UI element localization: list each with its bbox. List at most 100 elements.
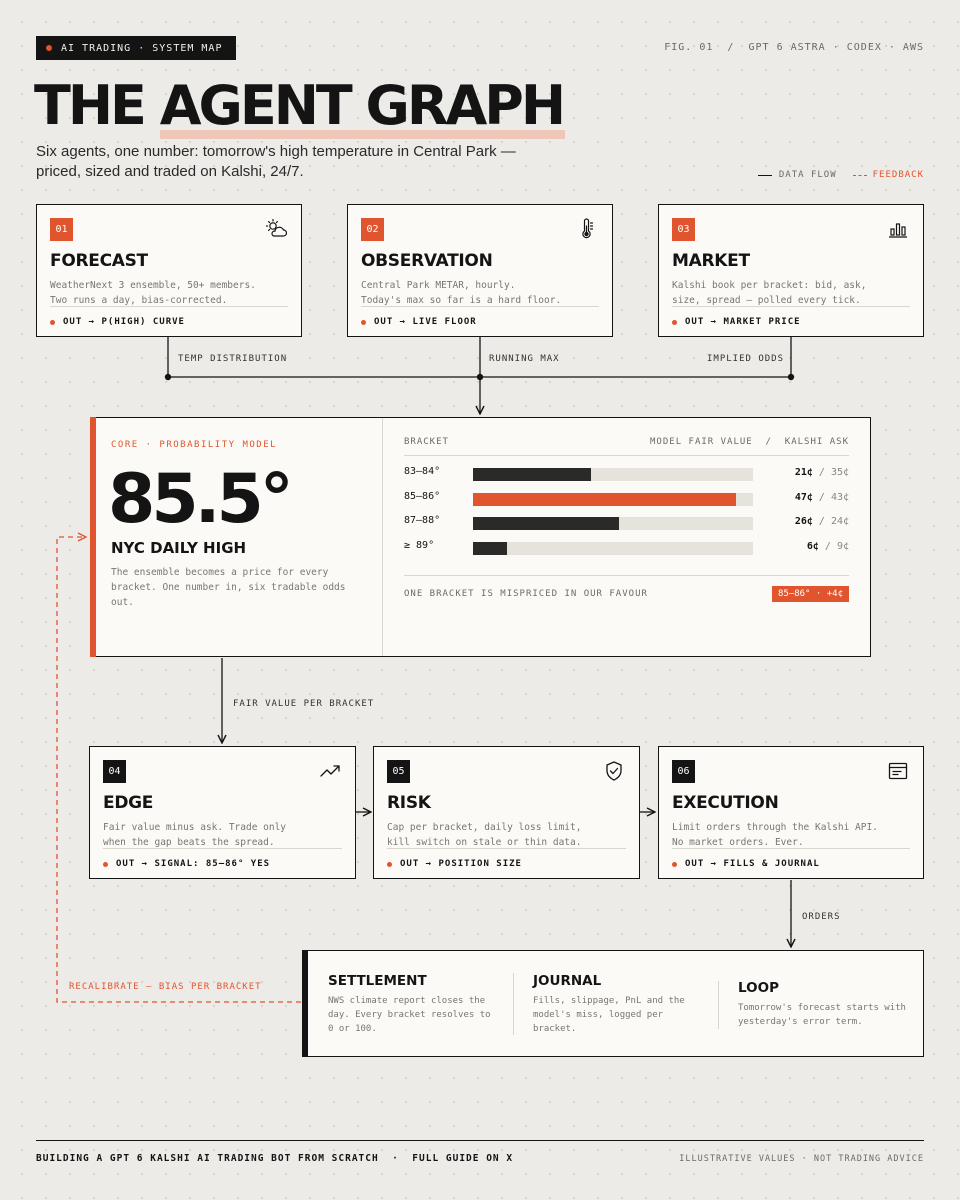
thermometer-icon — [582, 218, 594, 239]
legend-data-flow: DATA FLOW — [778, 170, 837, 180]
core-name: NYC DAILY HIGH — [111, 539, 247, 557]
agent-card-observation: 02 OBSERVATION Central Park METAR, hourl… — [347, 204, 613, 337]
journal-title: JOURNAL — [533, 973, 602, 989]
agent-output: OUT → FILLS & JOURNAL — [672, 859, 820, 869]
agent-card-edge: 04 EDGE Fair value minus ask. Trade only… — [89, 746, 356, 879]
column-header-values: MODEL FAIR VALUE / KALSHI ASK — [650, 437, 849, 447]
agent-description: Limit orders through the Kalshi API. No … — [672, 822, 878, 848]
agent-title: OBSERVATION — [361, 251, 493, 271]
output-dot — [50, 319, 55, 325]
loop-description: Tomorrow's forecast starts with yesterda… — [738, 1003, 906, 1027]
agent-output-text: OUT → SIGNAL: 85–86° YES — [116, 859, 271, 869]
legend: DATA FLOW FEEDBACK — [757, 170, 924, 180]
bracket-bar-track — [473, 517, 753, 530]
feedback-label: RECALIBRATE — BIAS PER BRACKET — [69, 982, 262, 992]
value-separator: / — [818, 541, 837, 552]
agent-output-text: OUT → MARKET PRICE — [685, 317, 801, 327]
fair-value-label: 21¢ — [794, 467, 813, 478]
agent-output-text: OUT → POSITION SIZE — [400, 859, 522, 869]
card-divider — [387, 848, 626, 849]
bracket-label: 83–84° — [404, 466, 441, 477]
card-divider — [672, 848, 910, 849]
bracket-label: ≥ 89° — [404, 540, 435, 551]
agent-title: FORECAST — [50, 251, 148, 271]
flow-label-implied-odds: IMPLIED ODDS — [707, 354, 785, 364]
agent-output: OUT → LIVE FLOOR — [361, 317, 477, 327]
journal-description: Fills, slippage, PnL and the model's mis… — [533, 996, 685, 1034]
settlement-accent-bar — [302, 950, 308, 1057]
agent-description: Central Park METAR, hourly. Today's max … — [361, 280, 562, 306]
agent-output: OUT → P(HIGH) CURVE — [50, 317, 185, 327]
output-dot — [672, 319, 677, 325]
agent-description: Fair value minus ask. Trade only when th… — [103, 822, 287, 848]
title-prefix: THE — [34, 74, 160, 137]
settlement-divider — [718, 981, 719, 1029]
agent-number: 02 — [361, 218, 384, 241]
agent-output-text: OUT → LIVE FLOOR — [374, 317, 477, 327]
badge-dot — [46, 45, 52, 51]
agent-title: MARKET — [672, 251, 750, 271]
core-description: The ensemble becomes a price for every b… — [111, 567, 346, 608]
bracket-fair-value-bar — [473, 493, 736, 506]
trend-up-icon — [320, 765, 340, 777]
settlement-panel: SETTLEMENT NWS climate report closes the… — [302, 950, 924, 1057]
flow-label-orders: ORDERS — [802, 912, 841, 922]
agent-card-forecast: 01 FORECAST WeatherNext 3 ensemble, 50+ … — [36, 204, 302, 337]
agent-output: OUT → SIGNAL: 85–86° YES — [103, 859, 270, 869]
agent-description: Kalshi book per bracket: bid, ask, size,… — [672, 280, 867, 306]
figure-caption: FIG. 01 / GPT 6 ASTRA · CODEX · AWS — [664, 42, 924, 53]
agent-output-text: OUT → FILLS & JOURNAL — [685, 859, 820, 869]
bar-chart-icon — [889, 223, 907, 238]
legend-solid-swatch — [757, 174, 772, 176]
agent-description: WeatherNext 3 ensemble, 50+ members. Two… — [50, 280, 256, 306]
ask-label: 35¢ — [830, 467, 849, 478]
agent-number: 03 — [672, 218, 695, 241]
bracket-fair-value-bar — [473, 468, 591, 481]
flow-label-fair-value: FAIR VALUE PER BRACKET — [233, 699, 375, 709]
legend-feedback: FEEDBACK — [872, 170, 924, 180]
agent-output-text: OUT → P(HIGH) CURVE — [63, 317, 185, 327]
core-accent-bar — [90, 417, 96, 657]
bracket-fair-value-bar — [473, 517, 619, 530]
table-header-divider — [404, 455, 849, 456]
ask-label: 9¢ — [836, 541, 849, 552]
mispricing-tag: 85–86° · +4¢ — [771, 586, 849, 602]
card-divider — [50, 306, 288, 307]
footer-left: BUILDING A GPT 6 KALSHI AI TRADING BOT F… — [36, 1153, 514, 1164]
core-label: CORE · PROBABILITY MODEL — [111, 440, 278, 450]
core-divider — [382, 418, 383, 656]
bracket-bar-track — [473, 542, 753, 555]
table-footer-divider — [404, 575, 849, 576]
output-dot — [361, 319, 366, 325]
output-dot — [672, 861, 677, 867]
bracket-label: 85–86° — [404, 491, 441, 502]
agent-number: 05 — [387, 760, 410, 783]
title-highlight: AGENT GRAPH — [159, 74, 566, 139]
terminal-window-icon — [888, 762, 908, 780]
agent-number: 04 — [103, 760, 126, 783]
bracket-bar-track — [473, 468, 753, 481]
bracket-label: 87–88° — [404, 515, 441, 526]
fair-value-label: 6¢ — [806, 541, 819, 552]
bracket-fair-value-bar — [473, 542, 507, 555]
agent-card-execution: 06 EXECUTION Limit orders through the Ka… — [658, 746, 924, 879]
agent-title: EDGE — [103, 793, 154, 813]
agent-card-market: 03 MARKET Kalshi book per bracket: bid, … — [658, 204, 924, 337]
ask-label: 43¢ — [830, 492, 849, 503]
settlement-divider — [513, 973, 514, 1035]
loop-title: LOOP — [738, 980, 779, 996]
agent-output: OUT → POSITION SIZE — [387, 859, 522, 869]
ask-label: 24¢ — [830, 516, 849, 527]
card-divider — [672, 306, 910, 307]
bracket-values: 26¢ / 24¢ — [795, 516, 849, 527]
flow-label-temp-distribution: TEMP DISTRIBUTION — [178, 354, 288, 364]
sun-cloud-icon — [265, 218, 287, 237]
output-dot — [103, 861, 108, 867]
header-badge: AI TRADING · SYSTEM MAP — [36, 36, 236, 60]
fair-value-label: 47¢ — [794, 492, 813, 503]
footer-rule — [36, 1140, 924, 1141]
agent-description: Cap per bracket, daily loss limit, kill … — [387, 822, 582, 848]
bracket-values: 47¢ / 43¢ — [795, 492, 849, 503]
value-separator: / — [812, 467, 831, 478]
